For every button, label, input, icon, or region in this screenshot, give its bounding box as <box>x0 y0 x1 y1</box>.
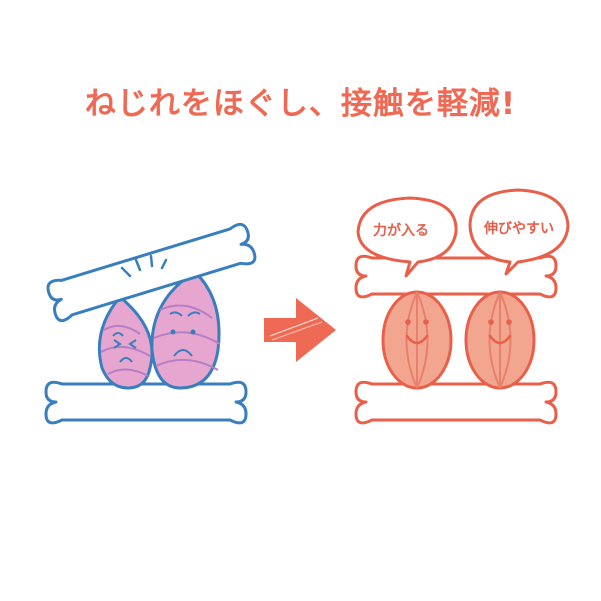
headline: ねじれをほぐし、接触を軽減! <box>84 86 517 122</box>
bottom-bone-left <box>44 380 248 425</box>
bubble-label-strength: 力が入る <box>373 223 429 239</box>
top-bone-tilted <box>46 222 257 323</box>
muscle-happy-1 <box>381 290 453 390</box>
before-scene <box>44 222 257 425</box>
arrow-right-icon <box>264 298 336 362</box>
after-scene <box>354 188 570 425</box>
muscle-sad <box>150 270 221 390</box>
bubble-label-stretch: 伸びやすい <box>484 221 554 237</box>
stress-lines <box>120 254 168 278</box>
speech-bubble-strength <box>356 196 458 278</box>
speech-bubble-stretch <box>468 188 570 276</box>
muscle-pained <box>97 294 154 390</box>
top-bone-right <box>354 254 558 299</box>
muscle-happy-2 <box>464 290 536 390</box>
bottom-bone-right <box>354 380 558 425</box>
